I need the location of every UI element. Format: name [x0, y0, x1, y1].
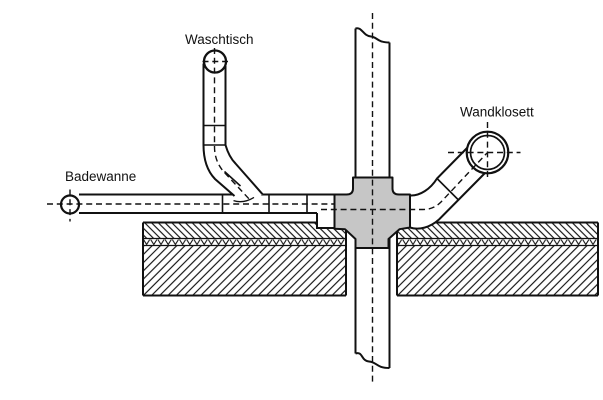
concrete-layer: [397, 245, 598, 296]
toilet-centerline: [321, 152, 488, 211]
branch-socket-arc: [233, 196, 255, 203]
label-wall-toilet: Wandklosett: [460, 105, 534, 120]
label-washbasin: Waschtisch: [185, 32, 254, 47]
break-line-top: [355, 27, 390, 44]
break-line-bottom: [355, 352, 390, 369]
separating-layer: [397, 238, 598, 246]
floor-slab-left: [142, 221, 347, 297]
pipe-joint: [436, 177, 460, 201]
centerlines: [47, 13, 521, 382]
screed-layer: [397, 222, 598, 239]
washbasin-pipe: [202, 63, 264, 203]
concrete-layer: [143, 245, 346, 296]
separating-layer: [143, 238, 346, 246]
screed-layer: [143, 222, 346, 239]
pipe-joint: [223, 170, 242, 187]
washbasin-centerline: [213, 48, 252, 201]
label-bathtub: Badewanne: [65, 169, 136, 184]
floor-slab-right: [396, 221, 599, 297]
